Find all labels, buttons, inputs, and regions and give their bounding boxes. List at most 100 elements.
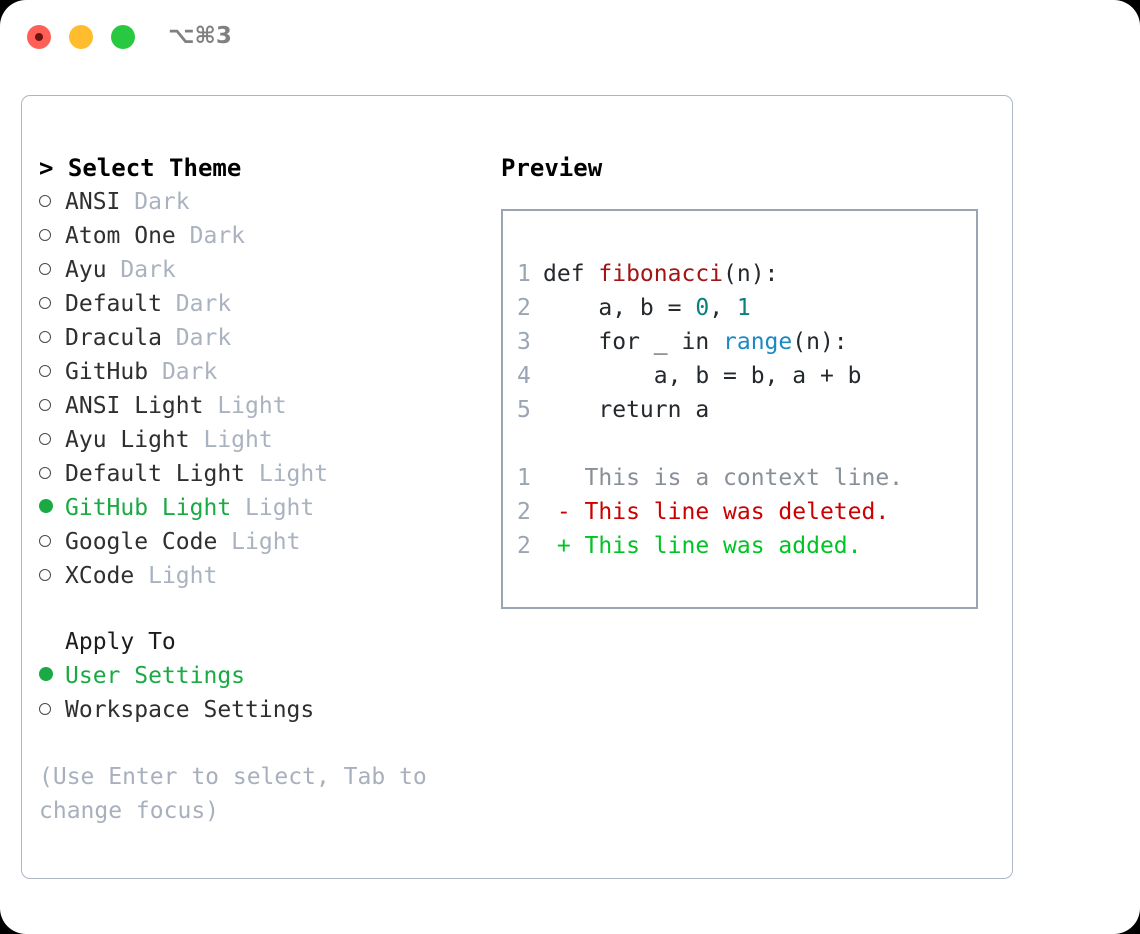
code-line: 4 a, b = b, a + b xyxy=(517,359,976,393)
radio-unselected-icon xyxy=(39,525,65,559)
window-controls xyxy=(27,25,135,49)
code-token-plain: a, b = b, a + b xyxy=(543,363,862,389)
line-number: 2 xyxy=(517,533,531,559)
theme-option-dracula[interactable]: Dracula Dark xyxy=(39,321,489,355)
code-token-number: 1 xyxy=(736,295,751,321)
theme-kind-badge: Light xyxy=(245,461,329,487)
code-diff-separator xyxy=(517,427,976,461)
radio-unselected-icon xyxy=(39,457,65,491)
theme-name: ANSI xyxy=(65,189,121,215)
diff-line-deleted: 2 - This line was deleted. xyxy=(517,495,976,529)
radio-selected-icon xyxy=(39,491,65,525)
theme-name: GitHub xyxy=(65,359,149,385)
line-number: 1 xyxy=(517,465,531,491)
title-bar: ⌥⌘3 xyxy=(0,0,1140,76)
radio-unselected-icon xyxy=(39,219,65,253)
radio-unselected-icon xyxy=(39,423,65,457)
code-token-plain: (n): xyxy=(792,329,848,355)
apply-to-label: Workspace Settings xyxy=(65,697,315,723)
line-number: 2 xyxy=(517,499,531,525)
radio-unselected-icon xyxy=(39,355,65,389)
diff-line-content: - This line was deleted. xyxy=(543,499,890,525)
code-token-plain: a, b = xyxy=(543,295,696,321)
radio-unselected-icon xyxy=(39,693,65,727)
select-theme-title: > Select Theme xyxy=(39,154,242,182)
theme-option-xcode[interactable]: XCode Light xyxy=(39,559,489,593)
radio-unselected-icon xyxy=(39,287,65,321)
theme-kind-badge: Dark xyxy=(106,257,176,283)
theme-kind-badge: Light xyxy=(189,427,273,453)
theme-option-ayu[interactable]: Ayu Dark xyxy=(39,253,489,287)
theme-option-ansi-light[interactable]: ANSI Light Light xyxy=(39,389,489,423)
theme-name: Dracula xyxy=(65,325,162,351)
radio-selected-icon xyxy=(39,659,65,693)
apply-to-option-workspace-settings[interactable]: Workspace Settings xyxy=(39,693,489,727)
theme-kind-badge: Dark xyxy=(161,325,232,351)
theme-option-atom-one[interactable]: Atom One Dark xyxy=(39,219,489,253)
theme-kind-badge: Light xyxy=(134,563,218,589)
close-button[interactable] xyxy=(27,25,51,49)
theme-option-ansi[interactable]: ANSI Dark xyxy=(39,185,489,219)
theme-name: Default xyxy=(65,291,162,317)
diff-line-added: 2 + This line was added. xyxy=(517,529,976,563)
preview-title: Preview xyxy=(501,154,603,182)
code-token-plain: , xyxy=(709,295,737,321)
line-number: 1 xyxy=(517,261,531,287)
minimize-button[interactable] xyxy=(69,25,93,49)
theme-kind-badge: Light xyxy=(231,495,315,521)
code-token-plain: for _ in xyxy=(543,329,724,355)
apply-to-label: User Settings xyxy=(65,663,246,689)
apply-to-option-user-settings[interactable]: User Settings xyxy=(39,659,489,693)
keyboard-shortcut-label: ⌥⌘3 xyxy=(168,23,232,49)
theme-kind-badge: Dark xyxy=(148,359,218,385)
theme-name: Atom One xyxy=(65,223,176,249)
radio-unselected-icon xyxy=(39,559,65,593)
theme-name: ANSI Light xyxy=(65,393,204,419)
line-number: 2 xyxy=(517,295,531,321)
theme-name: Ayu xyxy=(65,257,107,283)
theme-name: Ayu Light xyxy=(65,427,190,453)
line-number: 3 xyxy=(517,329,531,355)
code-token-plain: return a xyxy=(543,397,710,423)
diff-sample: 1 This is a context line.2 - This line w… xyxy=(517,461,976,563)
theme-kind-badge: Light xyxy=(203,393,287,419)
theme-kind-badge: Dark xyxy=(161,291,232,317)
maximize-button[interactable] xyxy=(111,25,135,49)
apply-to-heading: Apply To xyxy=(65,629,176,655)
theme-option-default-light[interactable]: Default Light Light xyxy=(39,457,489,491)
diff-line-content: + This line was added. xyxy=(543,533,862,559)
line-number: 5 xyxy=(517,397,531,423)
theme-name: Google Code xyxy=(65,529,218,555)
theme-option-github-light[interactable]: GitHub Light Light xyxy=(39,491,489,525)
keyboard-hint-text: (Use Enter to select, Tab to change focu… xyxy=(39,764,441,824)
code-line: 2 a, b = 0, 1 xyxy=(517,291,976,325)
theme-option-default[interactable]: Default Dark xyxy=(39,287,489,321)
radio-unselected-icon xyxy=(39,389,65,423)
theme-name: XCode xyxy=(65,563,135,589)
theme-name: Default Light xyxy=(65,461,246,487)
theme-option-google-code[interactable]: Google Code Light xyxy=(39,525,489,559)
theme-kind-badge: Light xyxy=(217,529,301,555)
code-line: 5 return a xyxy=(517,393,976,427)
diff-line-context: 1 This is a context line. xyxy=(517,461,976,495)
code-token-function: fibonacci xyxy=(598,261,724,287)
radio-unselected-icon xyxy=(39,253,65,287)
theme-kind-badge: Dark xyxy=(120,189,190,215)
theme-option-ayu-light[interactable]: Ayu Light Light xyxy=(39,423,489,457)
theme-kind-badge: Dark xyxy=(175,223,246,249)
code-line: 3 for _ in range(n): xyxy=(517,325,976,359)
line-number: 4 xyxy=(517,363,531,389)
theme-option-github[interactable]: GitHub Dark xyxy=(39,355,489,389)
code-token-plain: def xyxy=(543,261,599,287)
radio-unselected-icon xyxy=(39,185,65,219)
code-token-call: range xyxy=(723,329,793,355)
